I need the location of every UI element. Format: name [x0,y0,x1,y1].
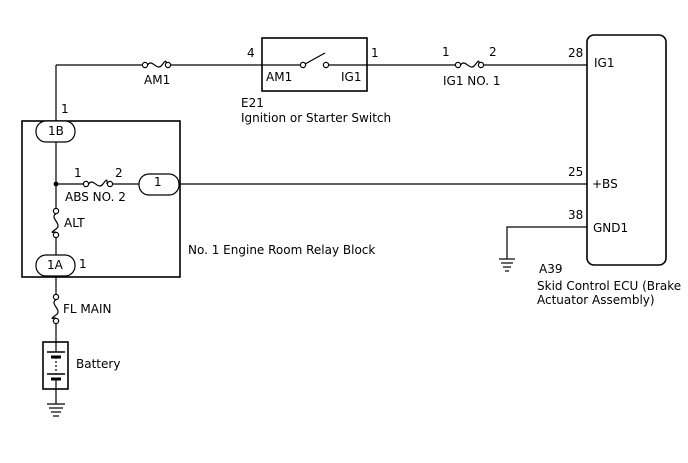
fuse-abs-pin-2: 2 [115,166,123,180]
fuse-ig1-no1 [454,60,485,69]
fuse-ig1-pin-1: 1 [442,45,450,59]
fuse-fl-main [51,293,60,325]
relay-output-terminal-label: 1 [154,175,162,189]
ecu-pin-28-name: IG1 [594,56,614,70]
ecu-pin-38-num: 38 [568,208,583,222]
wire-gnd1 [506,226,587,259]
fuse-abs-label: ABS NO. 2 [65,190,126,204]
ecu-box [586,34,667,266]
ignition-pin-1: 1 [371,46,379,60]
fuse-abs-pin-1: 1 [74,166,82,180]
fuse-abs-no2 [82,179,114,188]
ignition-label-am1: AM1 [266,70,292,84]
fuse-am1-label: AM1 [144,73,170,87]
fuse-fl-main-label: FL MAIN [63,302,111,316]
connector-1b-label: 1B [48,124,64,138]
ecu-code: A39 [539,262,562,276]
ground-symbol-ecu [499,258,515,272]
ecu-pin-38-name: GND1 [593,221,628,235]
switch-contact-left [299,61,307,69]
fuse-ig1-label: IG1 NO. 1 [443,74,501,88]
fuse-alt [51,207,60,239]
ground-symbol-battery [47,403,65,417]
ignition-label-ig1: IG1 [341,70,361,84]
fuse-ig1-pin-2: 2 [489,45,497,59]
battery-label: Battery [76,357,120,371]
ignition-switch-code: E21 [241,96,264,110]
ecu-pin-25-name: +BS [592,177,618,191]
fuse-alt-label: ALT [64,216,85,230]
relay-top-pin: 1 [61,102,69,116]
ecu-pin-25-num: 25 [568,165,583,179]
ignition-pin-4: 4 [247,46,255,60]
relay-block-name: No. 1 Engine Room Relay Block [188,243,375,257]
connector-1a-label: 1A [47,258,64,272]
switch-contact-right [322,61,330,69]
battery-cells [47,342,65,389]
relay-block-box [21,120,181,278]
switch-blade [304,52,326,65]
ecu-name-line1: Skid Control ECU (Brake [537,279,681,293]
ecu-name-line2: Actuator Assembly) [537,293,655,307]
relay-bottom-pin: 1 [79,257,87,271]
fuse-am1 [141,60,172,69]
ecu-pin-28-num: 28 [568,46,583,60]
ignition-switch-name: Ignition or Starter Switch [241,111,391,125]
